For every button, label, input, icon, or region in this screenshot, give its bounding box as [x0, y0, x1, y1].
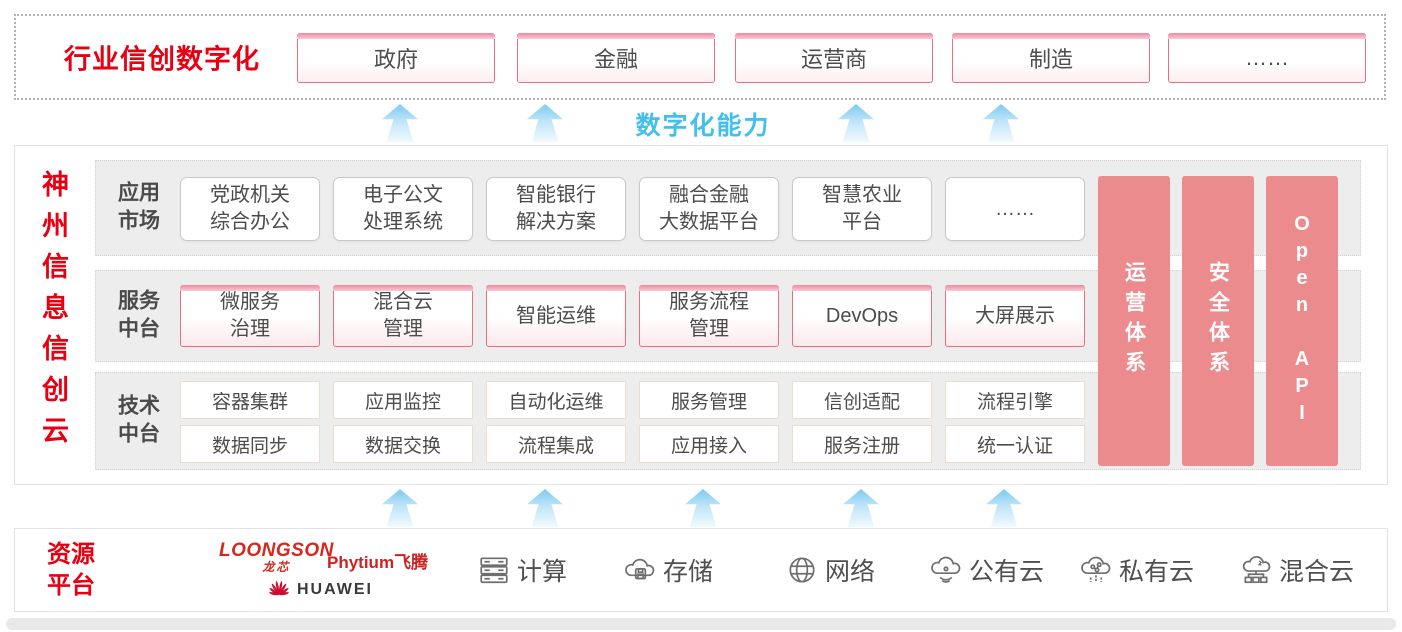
- phytium-logo: Phytium飞腾: [327, 553, 429, 572]
- section-label-tech-platform: 技术 中台: [118, 394, 160, 446]
- app-box-finance-bigdata: 融合金融 大数据平台: [639, 177, 779, 241]
- compute-server-icon: [477, 553, 511, 587]
- pillar-security-system: 安全体系: [1182, 176, 1254, 466]
- arrow-up-icon: [382, 489, 418, 527]
- huawei-logo: HUAWEI: [267, 577, 373, 602]
- service-box-hybrid-cloud-mgmt: 混合云 管理: [333, 285, 473, 347]
- storage-cloud-icon: [623, 553, 657, 587]
- app-box-smart-banking: 智能银行 解决方案: [486, 177, 626, 241]
- arrow-up-icon: [838, 104, 874, 142]
- private-cloud-icon: [1079, 553, 1113, 587]
- section-service-platform: 服务 中台 微服务 治理 混合云 管理 智能运维 服务流程 管理 DevOps …: [95, 270, 1361, 362]
- tech-box-data-sync: 数据同步: [180, 425, 320, 463]
- resource-item-hybrid-cloud: 混合云: [1239, 552, 1354, 588]
- section-label-service-platform: 服务 中台: [118, 289, 160, 341]
- arrow-up-icon: [843, 489, 879, 527]
- pillar-operation-system: 运营体系: [1098, 176, 1170, 466]
- tech-box-service-mgmt: 服务管理: [639, 381, 779, 419]
- tech-box-container-cluster: 容器集群: [180, 381, 320, 419]
- arrow-up-icon: [986, 489, 1022, 527]
- tech-box-process-integration: 流程集成: [486, 425, 626, 463]
- resource-item-storage: 存储: [623, 552, 713, 588]
- service-box-intelligent-ops: 智能运维: [486, 285, 626, 347]
- tech-box-app-monitoring: 应用监控: [333, 381, 473, 419]
- tech-box-app-access: 应用接入: [639, 425, 779, 463]
- industry-band-title: 行业信创数字化: [64, 44, 260, 75]
- industry-box-government: 政府: [297, 33, 495, 83]
- industry-box-more: ……: [1168, 33, 1366, 83]
- service-box-devops: DevOps: [792, 285, 932, 347]
- service-box-service-process-mgmt: 服务流程 管理: [639, 285, 779, 347]
- tech-box-data-exchange: 数据交换: [333, 425, 473, 463]
- tech-box-process-engine: 流程引擎: [945, 381, 1085, 419]
- network-globe-icon: [785, 553, 819, 587]
- app-box-party-gov-office: 党政机关 综合办公: [180, 177, 320, 241]
- tech-box-service-registry: 服务注册: [792, 425, 932, 463]
- hybrid-cloud-icon: [1239, 553, 1273, 587]
- service-box-microservice-governance: 微服务 治理: [180, 285, 320, 347]
- resource-platform-title: 资源 平台: [47, 540, 95, 599]
- resource-item-compute: 计算: [477, 552, 567, 588]
- arrow-up-icon: [527, 489, 563, 527]
- tech-box-automated-ops: 自动化运维: [486, 381, 626, 419]
- arrow-up-icon: [382, 104, 418, 142]
- public-cloud-icon: [929, 553, 963, 587]
- app-box-e-document: 电子公文 处理系统: [333, 177, 473, 241]
- section-tech-platform: 技术 中台 容器集群 应用监控 自动化运维 服务管理 信创适配 流程引擎 数据同…: [95, 372, 1361, 470]
- industry-box-manufacturing: 制造: [952, 33, 1150, 83]
- app-box-smart-agriculture: 智慧农业 平台: [792, 177, 932, 241]
- service-box-big-screen: 大屏展示: [945, 285, 1085, 347]
- industry-box-finance: 金融: [517, 33, 715, 83]
- app-box-more: ……: [945, 177, 1085, 241]
- resource-item-network: 网络: [785, 552, 875, 588]
- resource-item-public-cloud: 公有云: [929, 552, 1044, 588]
- tech-box-xinchuang-adaptation: 信创适配: [792, 381, 932, 419]
- resource-platform-panel: 资源 平台 LOONGSON 龙芯 Phytium飞腾: [14, 528, 1388, 612]
- bottom-shadow-bar: [6, 618, 1396, 630]
- tech-box-unified-auth: 统一认证: [945, 425, 1085, 463]
- xinchuang-cloud-panel: 神州信息信创云 应用 市场 党政机关 综合办公 电子公文 处理系统 智能银行 解…: [14, 145, 1388, 485]
- capability-label: 数字化能力: [635, 112, 771, 140]
- arrow-up-icon: [685, 489, 721, 527]
- arrow-up-icon: [983, 104, 1019, 142]
- vendor-logos: LOONGSON 龙芯 Phytium飞腾: [215, 535, 430, 607]
- loongson-logo: LOONGSON 龙芯: [219, 540, 334, 574]
- huawei-flower-icon: [267, 577, 291, 602]
- section-app-market: 应用 市场 党政机关 综合办公 电子公文 处理系统 智能银行 解决方案 融合金融…: [95, 160, 1361, 256]
- industry-band: 行业信创数字化 政府 金融 运营商 制造 ……: [14, 14, 1386, 100]
- industry-box-operator: 运营商: [735, 33, 933, 83]
- arrow-up-icon: [527, 104, 563, 142]
- pillar-open-api: Open API: [1266, 176, 1338, 466]
- resource-item-private-cloud: 私有云: [1079, 552, 1194, 588]
- section-label-app-market: 应用 市场: [118, 181, 160, 233]
- cloud-vertical-title: 神州信息信创云: [38, 170, 68, 457]
